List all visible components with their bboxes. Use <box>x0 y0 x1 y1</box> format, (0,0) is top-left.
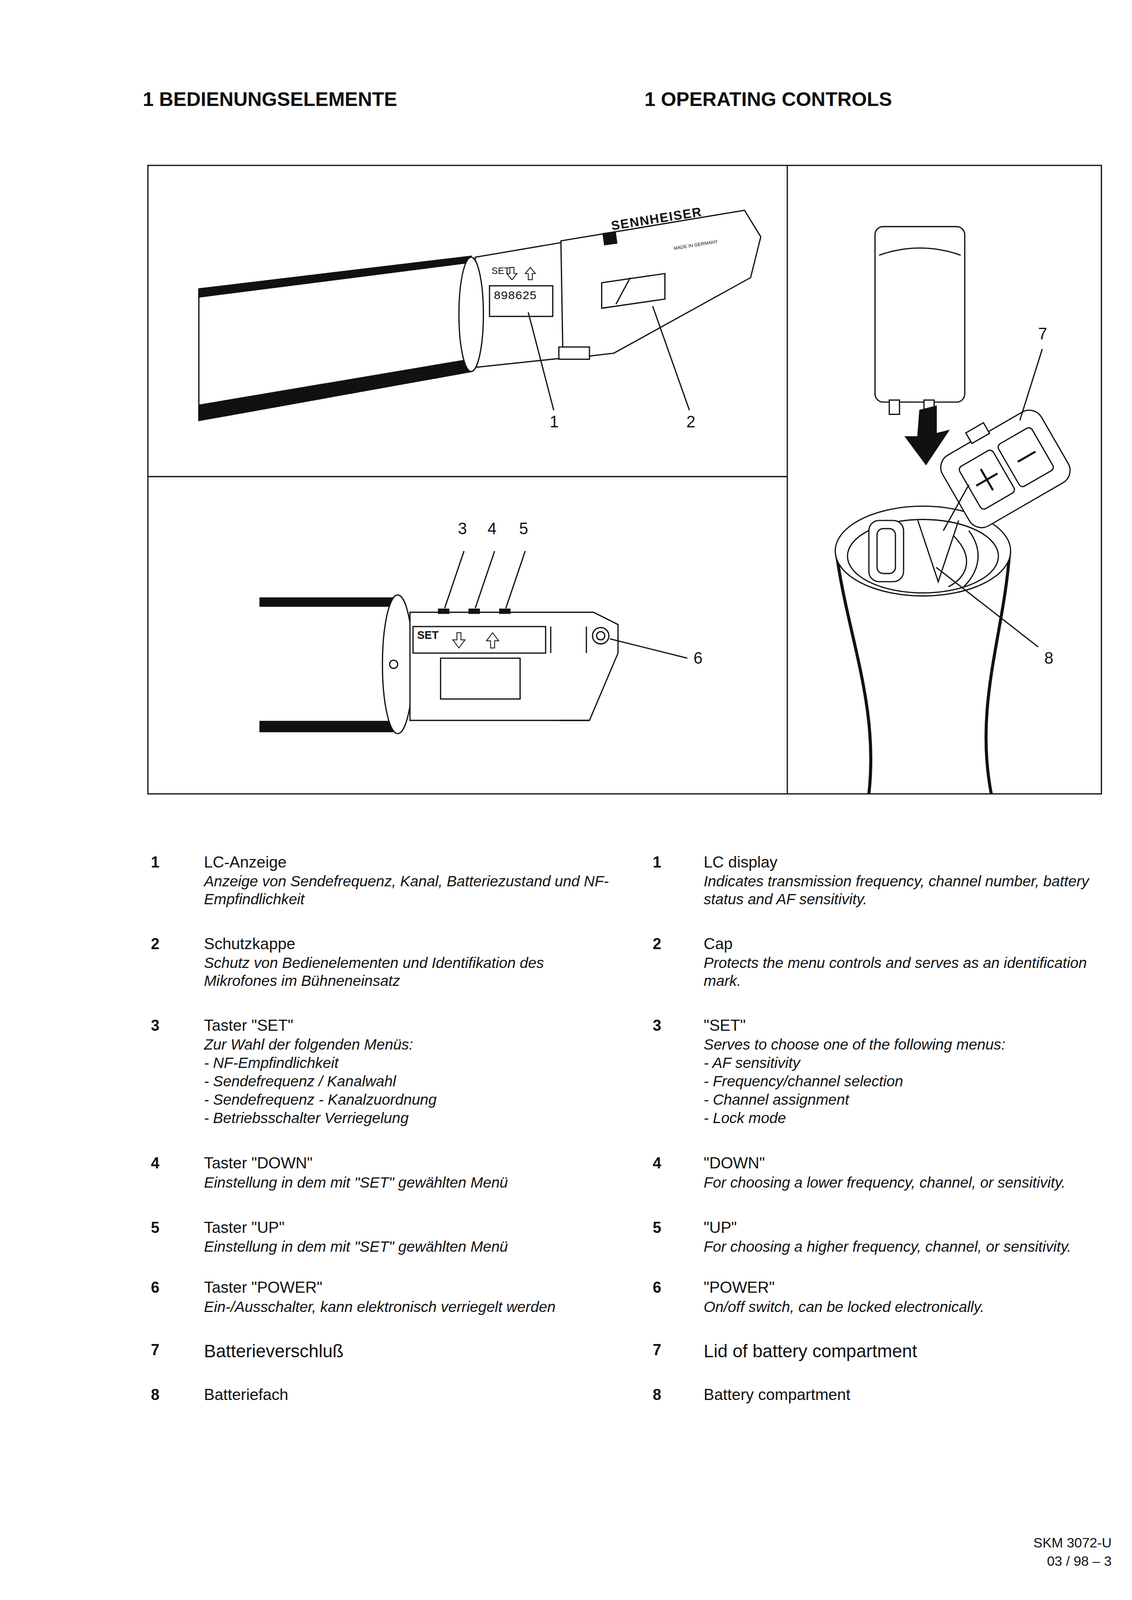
item-description: Anzeige von Sendefrequenz, Kanal, Batter… <box>203 871 612 908</box>
item-description: Einstellung in dem mit "SET" gewählten M… <box>203 1237 612 1256</box>
item-description: Indicates transmission frequency, channe… <box>703 871 1112 908</box>
callout-number: 6 <box>693 648 703 669</box>
item-number: 4 <box>652 1153 662 1172</box>
callout-number: 1 <box>549 412 559 432</box>
callout-number: 7 <box>1038 324 1047 344</box>
callout-number: 8 <box>1044 648 1054 669</box>
frame <box>147 165 1102 794</box>
item-description: Zur Wahl der folgenden Menüs: <box>203 1035 612 1053</box>
item-name: Cap <box>703 934 1112 954</box>
item-description: For choosing a lower frequency, channel,… <box>703 1173 1112 1191</box>
item-number: 2 <box>150 934 160 953</box>
item-name: "DOWN" <box>703 1153 1112 1173</box>
item-description: Einstellung in dem mit "SET" gewählten M… <box>203 1173 612 1191</box>
item-name: "SET" <box>703 1015 1112 1035</box>
item-number: 5 <box>150 1217 160 1237</box>
item-description: On/off switch, can be locked electronica… <box>703 1297 1112 1316</box>
item-name: Batteriefach <box>203 1384 612 1404</box>
item-description: Serves to choose one of the following me… <box>703 1035 1112 1053</box>
item-description: - Sendefrequenz - Kanalzuordnung <box>203 1090 612 1109</box>
item-name: Taster "UP" <box>203 1217 612 1237</box>
item-description: Protects the menu controls and serves as… <box>703 953 1112 990</box>
item-name: Battery compartment <box>703 1384 1112 1404</box>
display-reading: 898625 <box>493 288 537 304</box>
item-description: - NF-Empfindlichkeit <box>203 1053 612 1072</box>
item-number: 7 <box>150 1340 160 1359</box>
page-number: 03 / 98 – 3 <box>1046 1552 1112 1569</box>
item-description: - Sendefrequenz / Kanalwahl <box>203 1071 612 1090</box>
callout-number: 4 <box>487 519 497 539</box>
item-name: Taster "DOWN" <box>203 1153 612 1173</box>
divider <box>147 475 788 478</box>
item-name: "POWER" <box>703 1277 1112 1297</box>
button-label: SET <box>491 265 511 277</box>
item-number: 1 <box>652 852 662 871</box>
item-name: Schutzkappe <box>203 934 612 954</box>
callout-number: 2 <box>686 412 696 432</box>
item-number: 2 <box>652 934 662 953</box>
item-number: 6 <box>652 1277 662 1297</box>
item-description: For choosing a higher frequency, channel… <box>703 1237 1112 1256</box>
item-number: 5 <box>652 1217 662 1237</box>
item-number: 3 <box>150 1015 160 1035</box>
item-number: 1 <box>150 852 160 871</box>
item-number: 7 <box>652 1340 662 1359</box>
item-description: - Frequency/channel selection <box>703 1071 1112 1090</box>
item-name: Taster "SET" <box>203 1015 612 1035</box>
item-number: 8 <box>652 1384 662 1404</box>
battery-drawing <box>835 226 1076 794</box>
item-name: LC-Anzeige <box>203 852 612 872</box>
page-heading: 1 BEDIENUNGSELEMENTE <box>142 87 398 112</box>
item-number: 8 <box>150 1384 160 1404</box>
item-description: - Betriebsschalter Verriegelung <box>203 1108 612 1127</box>
item-description: - Lock mode <box>703 1108 1112 1127</box>
item-name: Lid of battery compartment <box>703 1340 1112 1362</box>
item-description: - AF sensitivity <box>703 1053 1112 1072</box>
callout-number: 3 <box>457 519 467 539</box>
document-code: SKM 3072-U <box>1033 1533 1112 1551</box>
item-name: Taster "POWER" <box>203 1277 612 1297</box>
item-description: Ein-/Ausschalter, kann elektronisch verr… <box>203 1297 612 1316</box>
item-name: Batterieverschluß <box>203 1340 612 1362</box>
button-label: SET <box>416 628 439 642</box>
item-name: "UP" <box>703 1217 1112 1237</box>
page-heading: 1 OPERATING CONTROLS <box>644 87 892 112</box>
microphone-drawing <box>260 550 688 734</box>
divider <box>786 165 789 794</box>
item-name: LC display <box>703 852 1112 872</box>
callout-number: 5 <box>519 519 528 539</box>
item-number: 4 <box>150 1153 160 1172</box>
item-number: 6 <box>150 1277 160 1297</box>
item-description: Schutz von Bedienelementen und Identifik… <box>203 953 612 990</box>
item-number: 3 <box>652 1015 662 1035</box>
microphone-drawing <box>199 210 761 421</box>
item-description: - Channel assignment <box>703 1090 1112 1109</box>
